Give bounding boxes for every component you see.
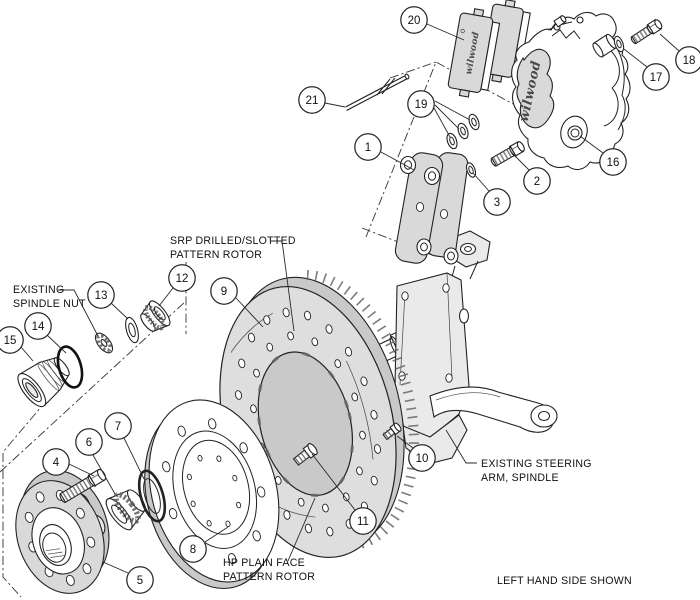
callout-17: 17 [642,63,670,91]
callout-13: 13 [87,281,115,309]
svg-text:6: 6 [86,437,92,449]
svg-text:8: 8 [190,544,196,556]
label-side-note: LEFT HAND SIDE SHOWN [497,575,632,587]
callout-11: 11 [349,507,377,535]
bracket-bolt [490,140,525,167]
callout-14: 14 [24,312,52,340]
callout-2: 2 [523,167,551,195]
spindle-bolt [382,422,402,441]
rotor-drill-holes [234,307,382,537]
spindle-washer [125,316,139,344]
outer-bearing [140,300,171,332]
callout-15: 15 [0,326,24,354]
svg-text:9: 9 [221,286,227,298]
callout-12: 12 [168,264,196,292]
svg-text:17: 17 [650,72,663,84]
svg-text:14: 14 [32,321,45,333]
callout-10: 10 [408,444,436,472]
steering-arm [429,386,558,433]
callout-1: 1 [354,133,382,161]
svg-text:3: 3 [494,197,500,209]
callout-21: 21 [298,86,326,114]
dust-cap [17,357,70,408]
svg-text:15: 15 [4,335,17,347]
callout-5: 5 [126,566,154,594]
callout-4: 4 [42,448,70,476]
caliper-washer [613,35,625,53]
svg-text:16: 16 [607,157,620,169]
caliper: wilwood [511,11,631,171]
svg-text:18: 18 [683,55,696,67]
svg-text:11: 11 [357,516,369,528]
annotations-layer: 123456789101112131415161718192021EXISTIN… [0,6,700,594]
inner-bearing [105,489,146,531]
callout-7: 7 [104,412,132,440]
callout-19: 19 [407,90,435,118]
hub [15,469,110,594]
svg-text:4: 4 [53,457,60,469]
svg-text:2: 2 [534,176,540,188]
wheel-stud [59,468,107,504]
hat-bolt-holes [162,418,266,565]
svg-text:19: 19 [415,99,428,111]
cotter-pin [345,73,410,112]
callout-8: 8 [179,535,207,563]
callout-6: 6 [75,428,103,456]
alignment-washers [446,113,480,150]
callout-3: 3 [483,188,511,216]
o-ring [56,345,84,389]
rotor-hat [144,399,280,590]
spindle-nut [94,332,114,354]
brake-pads: wilwood [447,0,531,98]
bracket-washer [465,162,477,178]
caliper-bracket [394,152,469,265]
svg-text:12: 12 [176,273,189,285]
svg-text:13: 13 [95,290,108,302]
callout-18: 18 [675,46,700,74]
svg-text:10: 10 [416,453,429,465]
svg-text:5: 5 [137,575,143,587]
callout-20: 20 [400,6,428,34]
callout-9: 9 [210,277,238,305]
svg-text:1: 1 [365,142,371,154]
caliper-bolt [630,18,663,45]
callout-16: 16 [599,148,627,176]
svg-text:7: 7 [115,421,121,433]
svg-text:20: 20 [408,15,421,27]
svg-text:21: 21 [306,95,319,107]
